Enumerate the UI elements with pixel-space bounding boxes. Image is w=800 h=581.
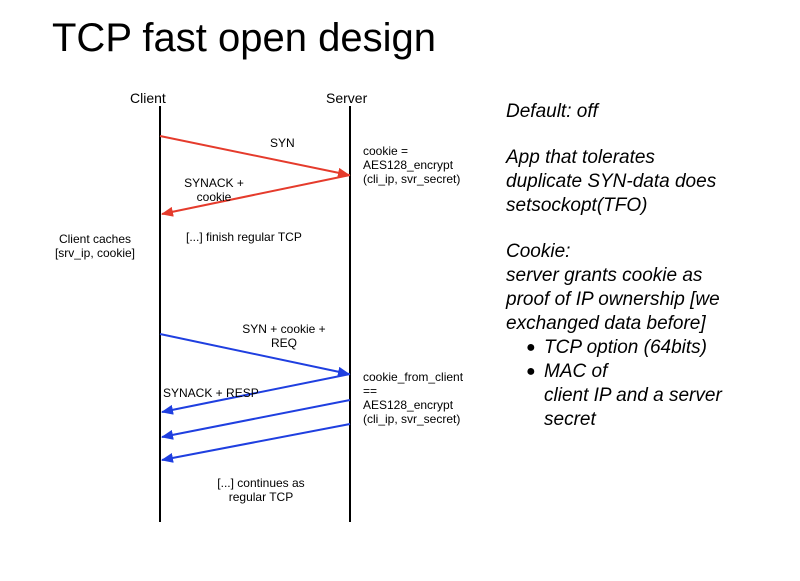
syn-cookie-req-label: SYN + cookie + REQ bbox=[242, 322, 326, 350]
default-note: Default: off bbox=[506, 101, 598, 122]
cookie-text: server grants cookie as proof of IP owne… bbox=[506, 265, 720, 334]
server-label: Server bbox=[326, 90, 368, 106]
synack-cookie-label: SYNACK + cookie bbox=[184, 176, 244, 204]
synack-resp-arrow-2 bbox=[161, 399, 351, 440]
bullet-icon: ● bbox=[526, 339, 536, 356]
server-cookie-note: cookie = AES128_encrypt (cli_ip, svr_sec… bbox=[363, 144, 461, 186]
synack-resp-label: SYNACK + RESP bbox=[163, 386, 259, 400]
synack-resp-arrow-1 bbox=[161, 373, 351, 415]
server-verify-note: cookie_from_client == AES128_encrypt (cl… bbox=[363, 370, 464, 426]
synack-resp-arrow-3 bbox=[161, 423, 351, 463]
continues-regular-tcp-label: [...] continues as regular TCP bbox=[217, 476, 305, 504]
client-caches-note: Client caches [srv_ip, cookie] bbox=[54, 232, 136, 260]
cookie-heading: Cookie: bbox=[506, 241, 571, 262]
app-note: App that tolerates duplicate SYN-data do… bbox=[506, 147, 717, 216]
finish-regular-tcp-label: [...] finish regular TCP bbox=[186, 230, 302, 244]
synack-cookie-arrow bbox=[161, 174, 351, 217]
client-label: Client bbox=[130, 90, 166, 106]
slide-title: TCP fast open design bbox=[52, 16, 436, 60]
bullet-item: ● TCP option (64bits) bbox=[526, 337, 707, 358]
syn-label: SYN bbox=[270, 136, 295, 150]
syn-arrow bbox=[159, 135, 350, 178]
design-notes: Default: off App that tolerates duplicat… bbox=[506, 100, 796, 432]
cookie-bullet-list: ● TCP option (64bits) ● MAC of client IP… bbox=[506, 336, 796, 432]
bullet-icon: ● bbox=[526, 363, 536, 380]
syn-cookie-req-arrow bbox=[159, 333, 350, 377]
bullet-item: ● MAC of client IP and a server secret bbox=[526, 361, 722, 430]
